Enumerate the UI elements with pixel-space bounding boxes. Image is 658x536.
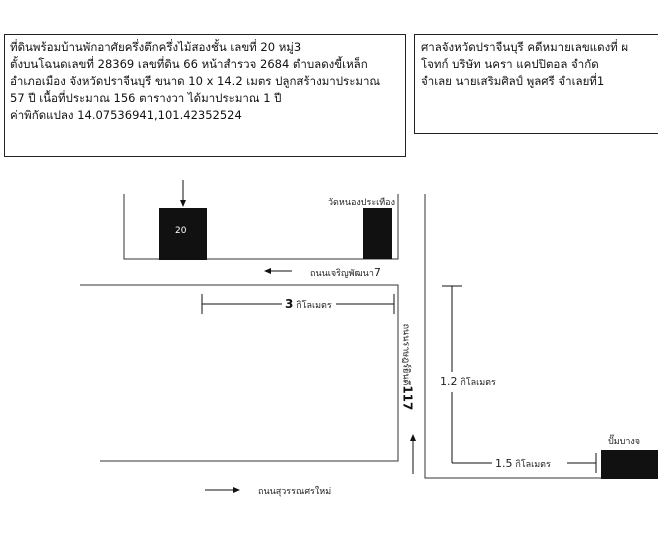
house-pointer-arrowhead xyxy=(180,200,186,207)
house-marker xyxy=(159,208,207,260)
dist-15-value: 1.5 xyxy=(495,457,513,470)
dist-15-label: 1.5 กิโลเมตร xyxy=(495,457,551,471)
temple-label: วัดหนองประเทือง xyxy=(328,198,395,208)
suwan-road-arrowhead xyxy=(233,487,240,493)
road-charoen-digit: 7 xyxy=(373,266,381,279)
property-info-box: ที่ดินพร้อมบ้านพักอาศัยครึ่งตึกครึ่งไม้ส… xyxy=(4,34,406,157)
property-line-5: ค่าพิกัดแปลง 14.07536941,101.42352524 xyxy=(10,108,242,122)
property-line-4: 57 ปี เนื้อที่ประมาณ 156 ตารางวา ได้มาปร… xyxy=(10,91,282,105)
dist-15-unit: กิโลเมตร xyxy=(515,460,551,470)
road-117-number: 117 xyxy=(400,385,415,411)
road-lower-block-edge xyxy=(80,284,399,462)
house-number-label: 20 xyxy=(175,226,187,236)
property-line-1: ที่ดินพร้อมบ้านพักอาศัยครึ่งตึกครึ่งไม้ส… xyxy=(10,40,302,54)
dist-12-label: 1.2 กิโลเมตร xyxy=(440,375,496,389)
property-line-3: อำเภอเมือง จังหวัดปราจีนบุรี ขนาด 10 x 1… xyxy=(10,74,381,88)
pump-station-marker xyxy=(601,450,658,479)
court-line-3: จำเลย นายเสริมศิลป์ พูลศรี จำเลยที่1 xyxy=(421,74,605,88)
road-left-vertical xyxy=(123,194,399,260)
road-117-name: ถนนราษฎร์ยินดี xyxy=(400,323,411,386)
road-right-edge xyxy=(424,194,640,479)
court-info-box: ศาลจังหวัดปราจีนบุรี คดีหมายเลขแดงที่ ผ … xyxy=(414,34,658,134)
temple-marker xyxy=(363,208,392,259)
court-line-2: โจทก์ บริษัท นครา แคปปิตอล จำกัด xyxy=(421,57,599,71)
charoen-road-arrowhead xyxy=(264,268,271,274)
road-charoen-label: ถนนเจริญพัฒนา7 xyxy=(310,266,381,280)
court-line-1: ศาลจังหวัดปราจีนบุรี คดีหมายเลขแดงที่ ผ xyxy=(421,40,629,54)
dist-3-unit: กิโลเมตร xyxy=(296,301,332,311)
dist-12-value: 1.2 xyxy=(440,375,458,388)
pump-station-label: ปั๊มบางจ xyxy=(608,437,641,447)
dist-3-label: 3 กิโลเมตร xyxy=(285,297,332,312)
dist-3-value: 3 xyxy=(285,297,294,311)
road-charoen-name: ถนนเจริญพัฒนา xyxy=(310,269,374,279)
dist-12-unit: กิโลเมตร xyxy=(460,378,496,388)
road-117-label: ถนนราษฎร์ยินดี117 xyxy=(400,322,415,412)
road-117-arrowhead xyxy=(410,434,416,441)
road-suwan-label: ถนนสุวรรณศรใหม่ xyxy=(258,487,332,497)
property-line-2: ตั้งบนโฉนดเลขที่ 28369 เลขที่ดิน 66 หน้า… xyxy=(10,57,368,71)
